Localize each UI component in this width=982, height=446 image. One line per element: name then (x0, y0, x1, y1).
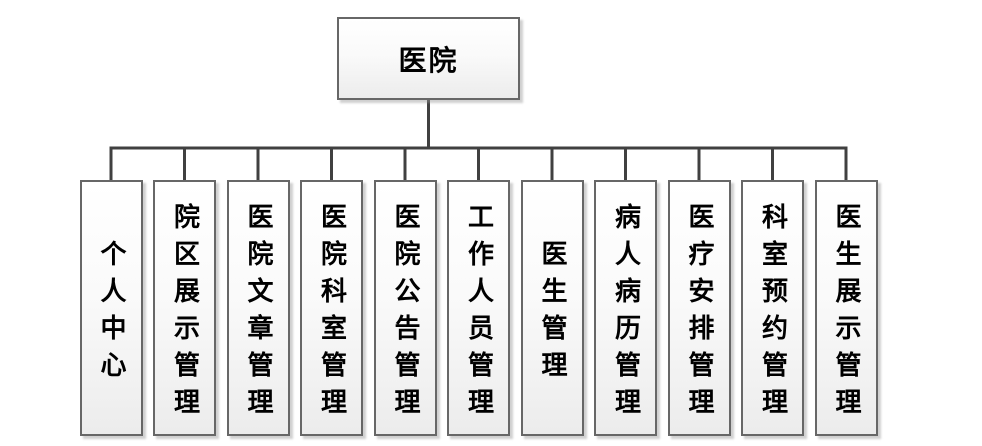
child-node-label: 医院公告管理 (390, 202, 420, 425)
child-node: 医疗安排管理 (667, 180, 731, 436)
child-node: 科室预约管理 (741, 180, 804, 436)
child-node: 医生展示管理 (814, 180, 878, 436)
child-node: 院区展示管理 (153, 180, 216, 436)
child-node: 工作人员管理 (447, 180, 510, 436)
child-node-label: 工作人员管理 (463, 202, 494, 425)
child-node-label: 医院文章管理 (243, 202, 273, 425)
child-node: 医院科室管理 (300, 180, 363, 436)
child-node-label: 个人中心 (96, 239, 126, 388)
child-node: 病人病历管理 (594, 180, 657, 436)
child-node-label: 医生管理 (537, 239, 567, 388)
child-node: 医生管理 (520, 180, 584, 436)
child-node-label: 医生展示管理 (831, 202, 861, 425)
child-node: 医院文章管理 (226, 180, 290, 436)
child-node-label: 院区展示管理 (169, 202, 200, 425)
child-node: 个人中心 (79, 180, 143, 436)
child-node-label: 医疗安排管理 (684, 202, 714, 425)
child-node-label: 医院科室管理 (316, 202, 347, 425)
child-node-label: 科室预约管理 (757, 202, 788, 425)
child-node-label: 病人病历管理 (610, 202, 641, 425)
child-node: 医院公告管理 (373, 180, 437, 436)
root-node-label: 医院 (398, 43, 459, 77)
root-node: 医院 (337, 17, 520, 100)
